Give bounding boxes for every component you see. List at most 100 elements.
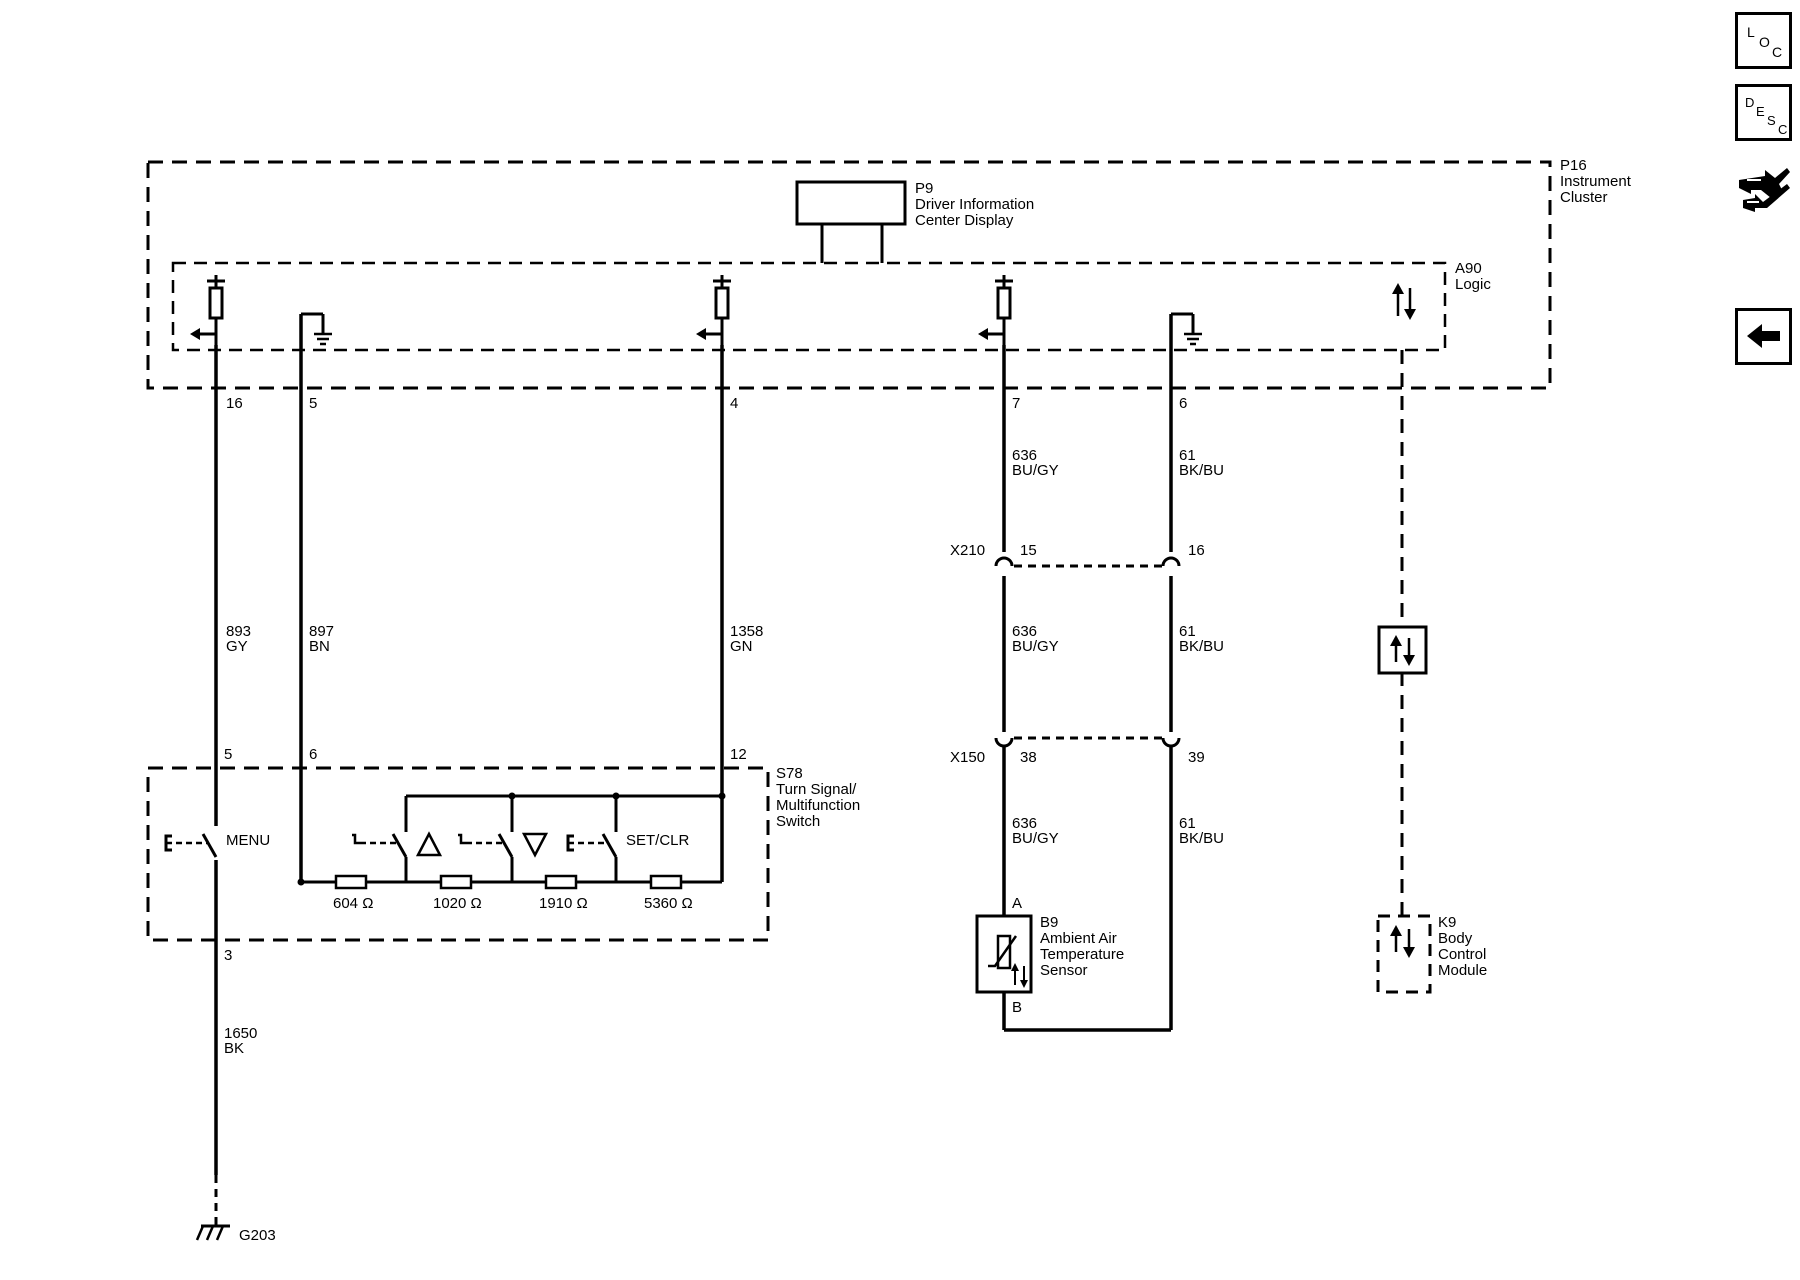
- pin-p16-6: 6: [1179, 395, 1187, 412]
- desc-button[interactable]: D E S C: [1735, 84, 1792, 141]
- pin-s78-12: 12: [730, 746, 747, 763]
- b9-label-line3: Sensor: [1040, 962, 1088, 979]
- a90-ref: A90: [1455, 260, 1482, 277]
- serial-data-icon-a90: [1392, 283, 1416, 320]
- b9-sensor: [975, 914, 1033, 994]
- wire-color-897: BN: [309, 638, 330, 655]
- serial-data-inline-icon: [1377, 625, 1428, 675]
- x150-pin-39: 39: [1188, 749, 1205, 766]
- x210-label: X210: [950, 542, 985, 559]
- pin-p16-7: 7: [1012, 395, 1020, 412]
- wire-label-61-lower: 61: [1179, 815, 1196, 832]
- b9-ref: B9: [1040, 914, 1058, 931]
- loc-button[interactable]: L O C: [1735, 12, 1792, 69]
- down-switch: [458, 796, 549, 882]
- x210-pin-16: 16: [1188, 542, 1205, 559]
- pullup-resistor-16: [188, 273, 227, 347]
- s78-switch-outline: [146, 766, 770, 942]
- b9-label-line1: Ambient Air: [1040, 930, 1117, 947]
- wire-label-636-mid: 636: [1012, 623, 1037, 640]
- svg-text:S: S: [1767, 113, 1776, 128]
- pin-p16-16: 16: [226, 395, 243, 412]
- p9-ref: P9: [915, 180, 933, 197]
- s78-label-line1: Turn Signal/: [776, 781, 857, 798]
- b9-pin-a: A: [1012, 895, 1022, 912]
- ground-symbol-5: [299, 312, 334, 346]
- a90-label: Logic: [1455, 276, 1491, 293]
- s78-label-line3: Switch: [776, 813, 820, 830]
- wire-label-61-mid: 61: [1179, 623, 1196, 640]
- pullup-resistor-4: [694, 273, 733, 347]
- wire-label-61-upper: 61: [1179, 447, 1196, 464]
- x210-connector: [994, 552, 1181, 576]
- svg-text:L: L: [1747, 24, 1755, 40]
- desc-button-icon: D E S C: [1745, 95, 1787, 137]
- svg-text:O: O: [1759, 34, 1770, 50]
- wire-color-636-mid: BU/GY: [1012, 638, 1059, 655]
- back-arrow-icon: [1747, 324, 1780, 348]
- b9-label-line2: Temperature: [1040, 946, 1124, 963]
- wire-label-636-upper: 636: [1012, 447, 1037, 464]
- x210-pin-15: 15: [1020, 542, 1037, 559]
- g203-ground-icon: [195, 1224, 230, 1241]
- pin-s78-3: 3: [224, 947, 232, 964]
- p9-label-line1: Driver Information: [915, 196, 1034, 213]
- loc-button-icon: L O C: [1747, 24, 1782, 60]
- p16-label-line1: Instrument: [1560, 173, 1632, 190]
- wire-label-1650: 1650: [224, 1025, 257, 1042]
- b9-pin-b: B: [1012, 999, 1022, 1016]
- k9-ref: K9: [1438, 914, 1456, 931]
- a90-logic-outline: [171, 261, 1447, 352]
- k9-label-line3: Module: [1438, 962, 1487, 979]
- back-button[interactable]: [1735, 308, 1792, 365]
- k9-bcm-outline: [1376, 914, 1432, 994]
- svg-text:D: D: [1745, 95, 1754, 110]
- resistor-604: [334, 874, 368, 890]
- up-arrow-icon: [415, 831, 443, 857]
- connector-tools-button[interactable]: [1735, 158, 1792, 215]
- up-switch: [352, 796, 443, 882]
- resistor-1910: [544, 874, 578, 890]
- wiring-schematic: P16 Instrument Cluster A90 Logic P9 Driv…: [146, 157, 1632, 1244]
- k9-label-line1: Body: [1438, 930, 1473, 947]
- k9-label-line2: Control: [1438, 946, 1486, 963]
- set-clr-switch: [566, 796, 618, 882]
- pin-p16-5: 5: [309, 395, 317, 412]
- menu-switch: [164, 826, 224, 860]
- wire-label-636-lower: 636: [1012, 815, 1037, 832]
- resistor-label-1020: 1020 Ω: [433, 895, 482, 912]
- set-clr-label: SET/CLR: [626, 832, 690, 849]
- wire-label-1358: 1358: [730, 623, 763, 640]
- wire-color-636-upper: BU/GY: [1012, 462, 1059, 479]
- wire-color-61-upper: BK/BU: [1179, 462, 1224, 479]
- pin-p16-4: 4: [730, 395, 738, 412]
- down-arrow-icon: [521, 832, 549, 858]
- wire-color-893: GY: [226, 638, 248, 655]
- g203-label: G203: [239, 1227, 276, 1244]
- connector-tools-icon: [1739, 168, 1790, 212]
- resistor-label-5360: 5360 Ω: [644, 895, 693, 912]
- s78-label-line2: Multifunction: [776, 797, 860, 814]
- resistor-label-1910: 1910 Ω: [539, 895, 588, 912]
- x150-connector: [994, 732, 1181, 760]
- wire-label-897: 897: [309, 623, 334, 640]
- menu-switch-label: MENU: [226, 832, 270, 849]
- pullup-resistor-7: [976, 273, 1015, 347]
- svg-text:E: E: [1756, 104, 1765, 119]
- resistor-5360: [649, 874, 683, 890]
- resistor-1020: [439, 874, 473, 890]
- p16-instrument-cluster-outline: [146, 160, 1552, 390]
- wire-color-61-mid: BK/BU: [1179, 638, 1224, 655]
- p16-ref: P16: [1560, 157, 1587, 174]
- s78-ref: S78: [776, 765, 803, 782]
- svg-text:C: C: [1778, 122, 1787, 137]
- pin-s78-6: 6: [309, 746, 317, 763]
- wire-color-1650: BK: [224, 1040, 244, 1057]
- wire-color-1358: GN: [730, 638, 753, 655]
- serial-data-icon-k9: [1390, 925, 1415, 958]
- p9-label-line2: Center Display: [915, 212, 1014, 229]
- wire-label-893: 893: [226, 623, 251, 640]
- wire-color-636-lower: BU/GY: [1012, 830, 1059, 847]
- svg-text:C: C: [1772, 44, 1782, 60]
- pin-s78-5: 5: [224, 746, 232, 763]
